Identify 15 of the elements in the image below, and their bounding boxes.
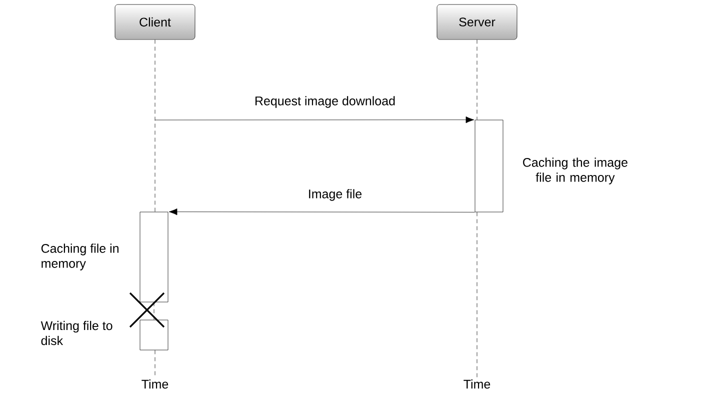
lifeline — [154, 40, 156, 212]
lifeline — [476, 40, 478, 120]
message-arrow — [154, 116, 474, 124]
message-label: Image file — [306, 188, 364, 202]
lifeline — [154, 350, 156, 378]
side-note: Writing file to disk — [40, 320, 112, 346]
time-label: Time — [464, 379, 490, 389]
lifeline — [476, 212, 478, 378]
side-note: Caching the image file in memory — [523, 158, 628, 184]
message-arrow — [168, 208, 475, 216]
lifeline-header: Server — [436, 4, 518, 40]
time-label: Time — [142, 379, 168, 389]
message-label: Request image download — [253, 95, 397, 109]
lifeline-header: Client — [114, 4, 196, 40]
side-note: Caching file in memory — [41, 244, 118, 270]
